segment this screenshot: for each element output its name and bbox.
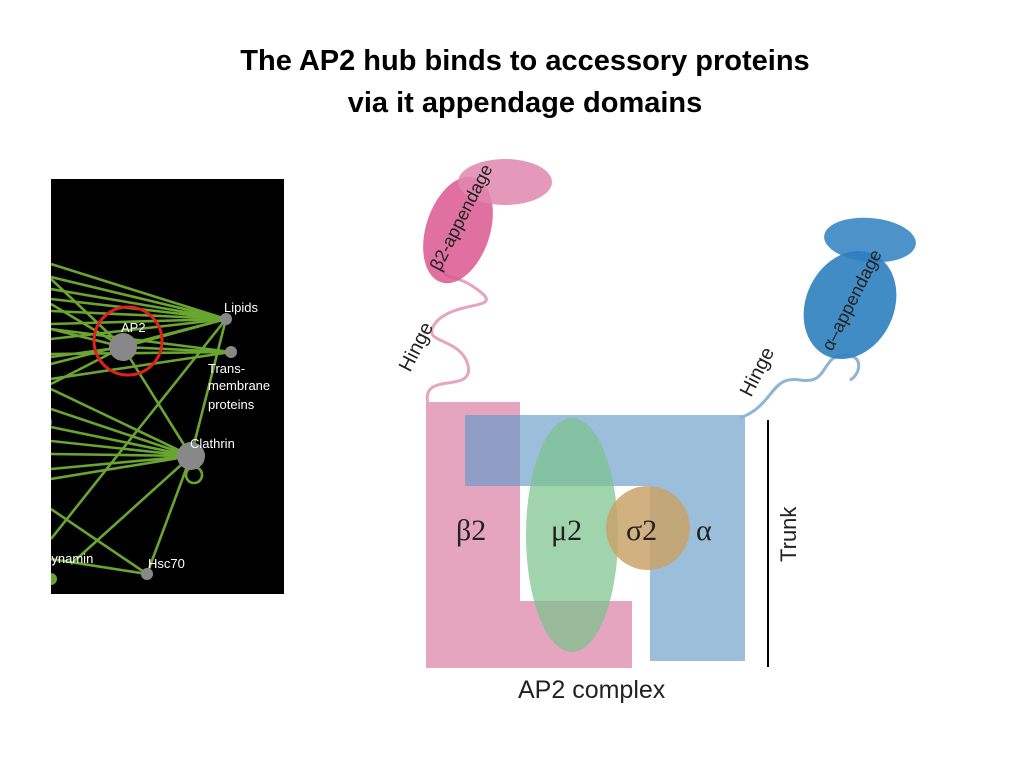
edge xyxy=(51,439,192,458)
edge xyxy=(51,454,192,471)
node-lipids xyxy=(220,313,232,325)
label-hsc70: Hsc70 xyxy=(148,556,185,571)
label-trans-1: Trans- xyxy=(208,361,245,376)
edge xyxy=(51,275,227,321)
edge xyxy=(51,452,192,458)
edge xyxy=(70,455,192,565)
label-trunk: Trunk xyxy=(776,506,801,562)
beta2-appendage-lobe-large xyxy=(423,176,493,284)
label-alpha: α xyxy=(696,514,712,547)
label-mu2: μ2 xyxy=(551,514,582,547)
edge xyxy=(51,425,192,458)
edge xyxy=(51,327,232,354)
edge xyxy=(189,318,228,457)
beta2-appendage-lobe-small xyxy=(458,159,552,205)
node-dynamin xyxy=(51,573,57,585)
label-lipids: Lipids xyxy=(224,300,258,315)
label-ap2: AP2 xyxy=(121,320,146,335)
edge xyxy=(51,287,227,321)
edge xyxy=(51,407,192,458)
network-svg: AP2 Lipids Trans- membrane proteins Clat… xyxy=(51,262,270,585)
label-beta2: β2 xyxy=(456,514,486,547)
hinge-right-linker xyxy=(739,353,861,420)
edge xyxy=(51,262,227,321)
sigma2-subunit xyxy=(606,486,690,570)
label-ap2-complex: AP2 complex xyxy=(518,676,666,704)
node-transmembrane xyxy=(225,346,237,358)
edge xyxy=(51,318,228,540)
node-hsc70 xyxy=(141,568,153,580)
node-ap2 xyxy=(109,333,137,361)
ap2-highlight-ring xyxy=(92,305,164,377)
edge xyxy=(51,454,192,481)
label-sigma2: σ2 xyxy=(626,514,657,547)
edge xyxy=(122,345,232,354)
label-clathrin: Clathrin xyxy=(190,436,235,451)
edge xyxy=(51,309,227,321)
label-dynamin: Dynamin xyxy=(51,551,93,566)
alpha-appendage-lobe-small xyxy=(824,217,916,263)
edge xyxy=(51,507,148,576)
label-trans-3: proteins xyxy=(208,397,255,412)
label-hinge-left: Hinge xyxy=(395,319,438,376)
edge xyxy=(121,346,193,457)
ap2-complex-svg: β2 μ2 σ2 α Hinge Hinge β2-appendage α–ap… xyxy=(395,159,916,704)
interaction-network-panel: AP2 Lipids Trans- membrane proteins Clat… xyxy=(51,179,284,594)
edge xyxy=(51,350,232,381)
alpha-appendage-lobe-large xyxy=(803,250,897,360)
ap2-complex-diagram: β2 μ2 σ2 α Hinge Hinge β2-appendage α–ap… xyxy=(380,130,940,730)
overlap-region xyxy=(465,415,520,486)
title-line-1: The AP2 hub binds to accessory proteins xyxy=(240,45,810,77)
label-partial: n xyxy=(51,413,52,428)
edge xyxy=(51,317,227,326)
edge xyxy=(145,455,193,575)
edge xyxy=(122,317,227,349)
label-trans-2: membrane xyxy=(208,378,270,393)
node-clathrin xyxy=(177,442,205,470)
slide-title: The AP2 hub binds to accessory proteins … xyxy=(0,40,1024,124)
mu2-subunit xyxy=(526,418,618,652)
edge xyxy=(51,387,192,458)
title-line-2: via it appendage domains xyxy=(347,87,703,119)
hinge-left-linker xyxy=(425,259,488,405)
edge xyxy=(51,557,148,576)
network-edges xyxy=(51,262,232,576)
